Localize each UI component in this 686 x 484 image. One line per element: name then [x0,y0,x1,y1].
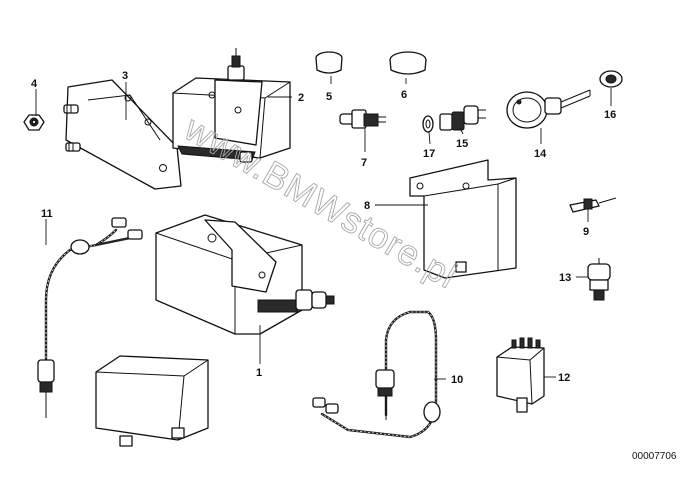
part-1-main-unit [155,214,335,335]
callout-16: 16 [604,109,616,121]
part-17-washer [422,115,434,133]
part-14-round-sensor [506,89,591,129]
callout-4: 4 [31,78,38,90]
part-16-grommet [599,70,623,88]
part-7-sensor [339,109,386,129]
part-12-relay [496,337,545,413]
callout-12: 12 [558,372,570,384]
callout-3: 3 [122,70,128,82]
callout-7: 7 [361,157,367,169]
part-8-module [409,159,517,279]
callout-14: 14 [534,148,547,160]
part-2-control-unit [172,48,291,163]
part-13-pressure-switch [587,258,611,301]
callout-13: 13 [559,272,571,284]
callout-1: 1 [256,367,262,379]
part-10-harness [312,310,441,439]
callout-10: 10 [451,374,463,386]
part-4-nut [23,114,45,131]
relay-box [95,355,209,447]
callout-6: 6 [401,89,407,101]
part-9-pin [569,197,617,213]
leader-lines [35,76,612,380]
callout-9: 9 [583,226,589,238]
part-3-bracket [63,79,182,190]
callout-15: 15 [456,138,468,150]
callout-2: 2 [298,92,304,104]
callout-17: 17 [423,148,435,160]
callout-11: 11 [41,208,53,220]
part-11-harness [37,217,143,418]
callout-5: 5 [326,91,332,103]
callouts: 1 2 3 4 5 6 7 8 9 10 11 12 13 14 15 16 1… [31,70,616,386]
part-5-cap [315,51,343,74]
reference-number: 00007706 [632,451,677,462]
part-6-cap [389,51,427,75]
part-15-switch [439,105,486,131]
callout-8: 8 [364,200,370,212]
